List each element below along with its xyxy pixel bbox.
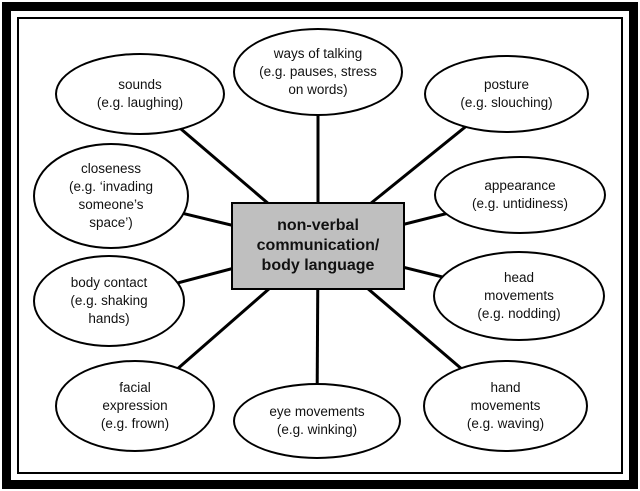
node-example: (e.g. untidiness) xyxy=(471,196,569,211)
node-posture: posture (e.g. slouching) xyxy=(424,55,589,133)
node-title: facial expression xyxy=(102,380,168,414)
node-title: posture xyxy=(483,77,530,93)
node-title: body contact xyxy=(70,275,148,291)
node-title: eye movements xyxy=(269,404,365,420)
node-example: (e.g. ‘invading someone’s space’) xyxy=(68,179,154,230)
node-sounds: sounds (e.g. laughing) xyxy=(55,53,225,135)
node-example: (e.g. slouching) xyxy=(460,95,553,110)
node-example: (e.g. laughing) xyxy=(96,95,184,110)
node-head-movements: head movements (e.g. nodding) xyxy=(433,251,605,341)
node-example: (e.g. nodding) xyxy=(477,305,561,321)
node-hand-movements: hand movements (e.g. waving) xyxy=(423,360,588,452)
node-example: (e.g. pauses, stress on words) xyxy=(259,64,377,97)
node-closeness: closeness (e.g. ‘invading someone’s spac… xyxy=(33,143,189,249)
node-title: appearance xyxy=(484,178,556,194)
node-example: (e.g. shaking hands) xyxy=(70,293,148,326)
node-title: sounds xyxy=(118,77,162,93)
node-title: ways of talking xyxy=(273,46,363,62)
node-appearance: appearance (e.g. untidiness) xyxy=(434,156,606,234)
node-example: (e.g. frown) xyxy=(100,415,170,431)
node-example: (e.g. waving) xyxy=(466,415,545,431)
node-facial-expression: facial expression (e.g. frown) xyxy=(55,360,215,452)
center-topic-label: non-verbal communication/ body language xyxy=(256,217,380,274)
node-eye-movements: eye movements (e.g. winking) xyxy=(233,383,401,459)
node-title: hand movements xyxy=(470,380,541,414)
node-title: head movements xyxy=(484,270,554,304)
center-topic-box: non-verbal communication/ body language xyxy=(231,202,405,290)
node-ways-of-talking: ways of talking (e.g. pauses, stress on … xyxy=(233,28,403,116)
node-example: (e.g. winking) xyxy=(276,422,358,437)
node-title: closeness xyxy=(80,161,142,177)
node-body-contact: body contact (e.g. shaking hands) xyxy=(33,255,185,347)
